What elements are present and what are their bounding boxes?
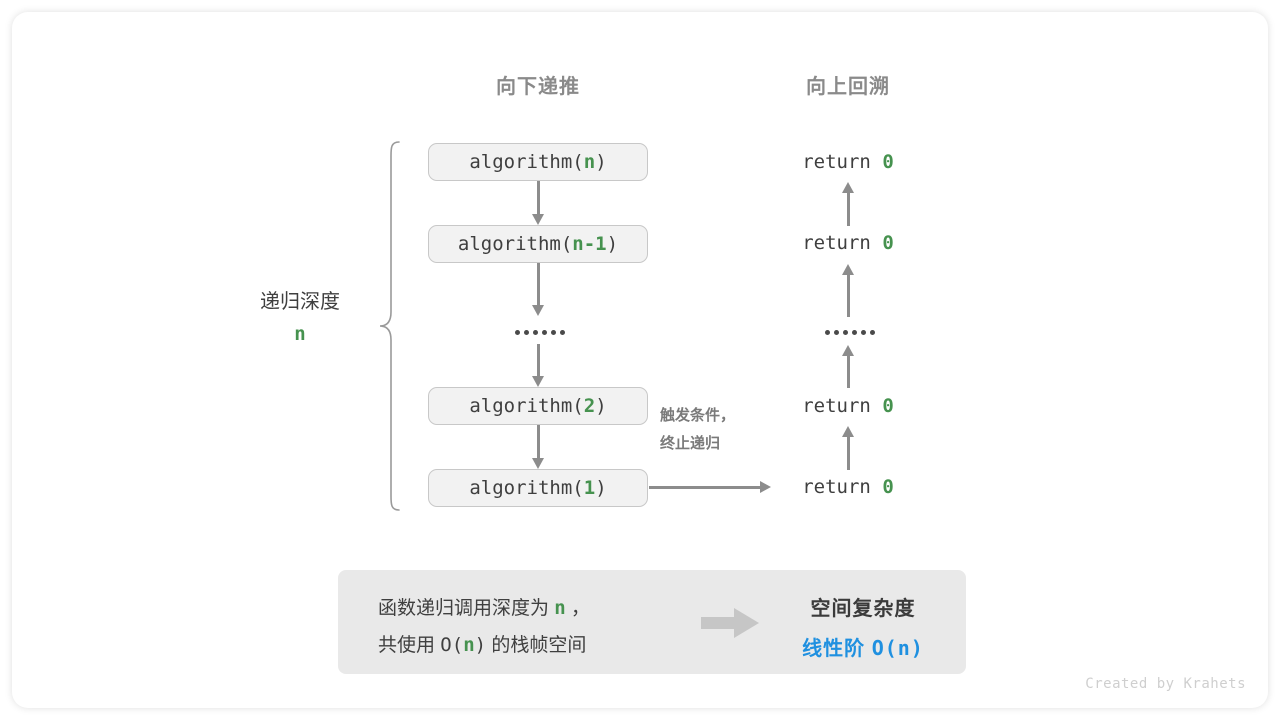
call-box-2[interactable]: algorithm(2): [428, 387, 648, 425]
return-keyword: return: [802, 476, 871, 498]
call-prefix: algorithm(: [469, 151, 584, 173]
column-header-upward: 向上回溯: [806, 76, 890, 98]
summary-left-line2: 共使用 O(n) 的栈帧空间: [378, 627, 590, 664]
summary-line2-var: n: [463, 634, 475, 657]
call-prefix: algorithm(: [457, 233, 573, 255]
summary-left-line1: 函数递归调用深度为 n ，: [378, 590, 590, 627]
arrow-up-3: [841, 345, 854, 388]
arrow-down-2: [531, 263, 544, 316]
recursion-depth-value: n: [294, 323, 306, 345]
call-argument: n: [583, 151, 596, 173]
column-header-downward: 向下递推: [496, 76, 580, 98]
recursion-depth-brace: [378, 140, 404, 512]
recursion-depth-label: 递归深度 n: [190, 292, 410, 344]
return-row-2: return 0: [738, 232, 958, 254]
footer-credit: Created by Krahets: [1085, 676, 1246, 692]
diagram-canvas: 向下递推 向上回溯 递归深度 n algorithm(n) algorithm(…: [12, 12, 1268, 708]
arrow-base-case-transition: [649, 481, 771, 493]
call-prefix: algorithm(: [469, 395, 584, 417]
arrow-down-1: [531, 181, 544, 225]
call-suffix: ): [595, 151, 607, 173]
call-suffix: ): [595, 395, 607, 417]
return-row-3: return 0: [738, 395, 958, 417]
ellipsis-left: [515, 330, 565, 335]
ellipsis-right: [825, 330, 875, 335]
summary-line2-bigo-open: O(: [440, 634, 464, 657]
complexity-big-o: O(n): [871, 636, 924, 660]
base-case-note-line1: 触发条件，: [660, 407, 736, 424]
arrow-up-1: [841, 182, 854, 226]
block-arrow-icon: [701, 608, 759, 638]
complexity-value: 线性阶 O(n): [768, 629, 958, 669]
return-keyword: return: [802, 395, 871, 417]
summary-line1-var: n: [554, 597, 566, 619]
return-keyword: return: [802, 232, 871, 254]
call-box-1[interactable]: algorithm(1): [428, 469, 648, 507]
call-box-n[interactable]: algorithm(n): [428, 143, 648, 181]
arrow-down-4: [531, 425, 544, 469]
summary-line2-suffix: 的栈帧空间: [491, 635, 587, 657]
complexity-title: 空间复杂度: [810, 598, 916, 620]
summary-panel: 函数递归调用深度为 n ， 共使用 O(n) 的栈帧空间 空间复杂度 线性阶 O…: [338, 570, 966, 674]
call-suffix: ): [606, 233, 619, 255]
call-suffix: ): [595, 477, 607, 499]
summary-line2-bigo-close: ): [474, 634, 487, 657]
summary-left-text: 函数递归调用深度为 n ， 共使用 O(n) 的栈帧空间: [378, 590, 590, 664]
summary-line2-prefix: 共使用: [378, 635, 436, 657]
summary-right-text: 空间复杂度 线性阶 O(n): [768, 590, 958, 669]
arrow-up-2: [841, 264, 854, 317]
call-argument: n-1: [572, 233, 607, 255]
call-box-n-minus-1[interactable]: algorithm(n-1): [428, 225, 648, 263]
return-row-4: return 0: [738, 476, 958, 498]
return-keyword: return: [802, 151, 871, 173]
arrow-down-3: [531, 344, 544, 387]
summary-line1-prefix: 函数递归调用深度为: [378, 598, 550, 619]
base-case-note: 触发条件， 终止递归: [660, 402, 735, 458]
return-value: 0: [882, 151, 894, 173]
call-argument: 2: [583, 395, 596, 417]
return-value: 0: [882, 232, 894, 254]
arrow-up-4: [841, 426, 854, 470]
return-value: 0: [882, 476, 894, 498]
return-value: 0: [882, 395, 894, 417]
return-row-1: return 0: [738, 151, 958, 173]
call-argument: 1: [583, 477, 596, 499]
call-prefix: algorithm(: [469, 477, 584, 499]
complexity-order-name: 线性阶: [802, 638, 866, 660]
recursion-depth-text: 递归深度: [260, 291, 340, 313]
base-case-note-line2: 终止递归: [660, 434, 721, 452]
summary-line1-suffix: ，: [571, 598, 591, 619]
